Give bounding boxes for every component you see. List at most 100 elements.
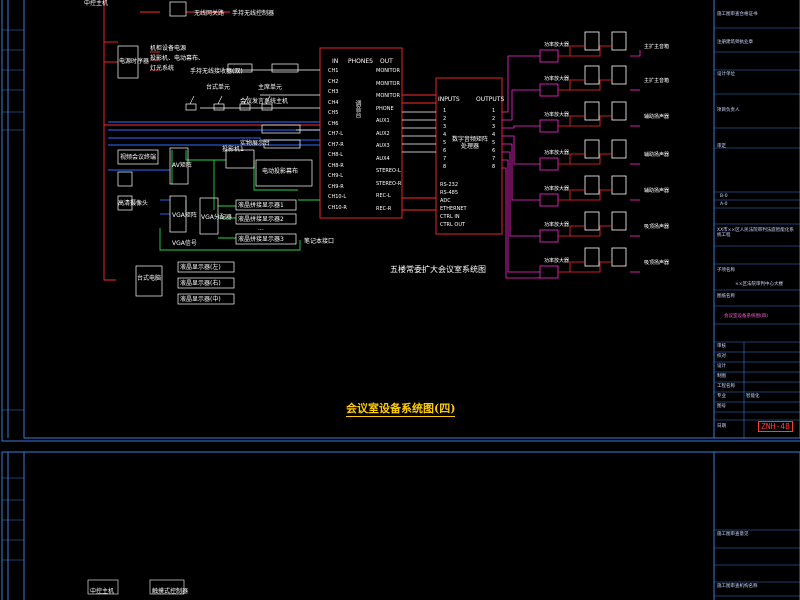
processor-in-port: 6 xyxy=(443,148,447,154)
hd-camera-label: 高清摄像头 xyxy=(118,200,149,207)
left-equipment-boxes xyxy=(117,1,313,305)
mixer-in-port: CH6 xyxy=(328,120,339,127)
processor-interface: CTRL OUT xyxy=(440,222,466,228)
processor-out-port: 8 xyxy=(492,164,496,170)
lower-pc-host-label: 中控主机 xyxy=(90,588,115,595)
power-target-2: 投影机、电动幕布、 xyxy=(150,55,205,62)
processor-interface: ETHERNET xyxy=(440,206,467,212)
mixer-in-header: IN xyxy=(332,58,339,65)
tb-client: ××区法院审判中心大楼 xyxy=(735,282,784,287)
speaker-label: 辅助扬声器 xyxy=(644,152,670,158)
title-block-grid xyxy=(714,27,800,597)
green-vga-wiring xyxy=(159,150,320,251)
mixer-in-port: CH10-R xyxy=(328,204,347,211)
mixer-out-port: MONITOR xyxy=(376,80,400,87)
lower-touch-panel-label: 触摸式控制器 xyxy=(152,588,189,595)
conference-system-label: 会议发言系统主机 xyxy=(240,98,289,105)
mixer-in-port: CH8-L xyxy=(328,152,344,158)
mixer-out-port: AUX3 xyxy=(376,143,390,149)
processor-in-port: 5 xyxy=(443,140,447,146)
speaker-label: 吸顶扬声器 xyxy=(644,260,670,266)
lcd-target-3: 液晶拼接显示器3 xyxy=(238,236,284,243)
processor-out-port: 2 xyxy=(492,116,496,122)
mixer-out-port: REC-R xyxy=(376,205,392,212)
white-audio-wiring xyxy=(200,69,436,153)
ellipsis-1: ... xyxy=(258,225,264,232)
lower-review-org: 施工图审查机构名称 xyxy=(717,584,758,589)
tb-check: 校对 xyxy=(717,354,726,359)
document-camera-label: 实物展示台 xyxy=(240,140,271,147)
processor-inputs-header: INPUTS xyxy=(438,96,460,103)
notebook-label: 笔记本接口 xyxy=(304,238,335,245)
magenta-amp-wiring xyxy=(502,50,641,279)
wireless-mic-rx-label: 手持无线接收器(双) xyxy=(190,68,243,75)
tb-drawing-title: 会议室设备系统图(四) xyxy=(724,314,769,319)
display-target-2: 液晶显示器(右) xyxy=(180,280,221,287)
mixer-out-port: AUX4 xyxy=(376,155,390,162)
desktop-block-label: 台式电脑 xyxy=(137,275,162,282)
power-target-3: 灯光系统 xyxy=(150,65,175,72)
display-target-3: 液晶显示器(中) xyxy=(180,296,221,303)
processor-out-port: 1 xyxy=(492,108,496,114)
mixer-in-port: CH8-R xyxy=(328,162,344,169)
amplifier-label: 功率放大器 xyxy=(544,42,570,48)
amplifier-label: 功率放大器 xyxy=(544,222,570,228)
wireless-gateway-label: 无线网关路 xyxy=(194,10,225,17)
tb-design: 设计 xyxy=(717,364,726,369)
processor-out-port: 6 xyxy=(492,148,496,154)
screen-label: 电动投影幕布 xyxy=(262,168,299,175)
mixer-in-port: CH2 xyxy=(328,78,339,85)
speaker-label: 辅助扬声器 xyxy=(644,114,670,120)
mixer-out-header: OUT xyxy=(380,58,393,65)
lower-sheet-frame xyxy=(1,451,800,600)
processor-in-port: 2 xyxy=(443,116,447,122)
mixer-out-port: MONITOR xyxy=(376,68,400,74)
power-sequencer-label: 电源时序器 xyxy=(119,58,150,65)
tb-date: 日期 xyxy=(717,424,726,429)
processor-in-port: 8 xyxy=(443,164,447,170)
system-sub-title: 五楼常委扩大会议室系统图 xyxy=(390,265,486,274)
tb-project-label: 工程名称 xyxy=(717,384,735,389)
matrix-vga-label: VGA矩阵 xyxy=(172,212,197,219)
mixer-out-port: AUX1 xyxy=(376,118,390,124)
tb-discipline: 专业 xyxy=(717,394,726,399)
amplifier-label: 功率放大器 xyxy=(544,150,570,156)
tb-scale-b: A-0 xyxy=(720,202,728,207)
handheld-panel-label: 手持无线控制器 xyxy=(232,10,275,17)
amplifier-rack xyxy=(539,31,627,279)
processor-interface: ADC xyxy=(440,198,451,204)
tb-draft: 制图 xyxy=(717,374,726,379)
lcd-target-2: 液晶拼接显示器2 xyxy=(238,216,284,223)
vga-signal-label: VGA信号 xyxy=(172,240,197,247)
processor-interface: RS-485 xyxy=(440,190,458,196)
mixer-name: 调音台 xyxy=(354,100,361,118)
processor-in-port: 3 xyxy=(443,124,447,130)
upper-sheet-frame xyxy=(1,0,800,442)
pc-host-label: 中控主机 xyxy=(84,0,109,7)
amplifier-label: 功率放大器 xyxy=(544,76,570,82)
mixer-in-port: CH4 xyxy=(328,99,339,106)
processor-interface: RS-232 xyxy=(440,182,458,188)
drawing-number: ZNH-48 xyxy=(758,421,793,432)
processor-out-port: 7 xyxy=(492,156,496,162)
left-binding-strip xyxy=(2,29,24,411)
mixer-out-port: PHONE xyxy=(376,105,394,112)
mixer-in-port: CH1 xyxy=(328,68,339,74)
mixer-out-port: MONITOR xyxy=(376,93,400,99)
processor-out-port: 4 xyxy=(492,132,496,138)
amplifier-label: 功率放大器 xyxy=(544,258,570,264)
speaker-label: 吸顶扬声器 xyxy=(644,224,670,230)
tb-subitem: 子项名称 xyxy=(717,268,735,273)
processor-name: 数字音频矩阵处理器 xyxy=(451,136,488,150)
tb-review: 审核 xyxy=(717,344,726,349)
processor-in-port: 1 xyxy=(443,108,447,114)
vga-splitter-label: VGA分配器 xyxy=(201,214,232,221)
lower-review-opinion: 施工图审查意见 xyxy=(717,532,749,537)
tb-drawing-name: 图纸名称 xyxy=(717,294,735,299)
mixer-in-port: CH7-R xyxy=(328,141,344,148)
mixer-in-port: CH9-L xyxy=(328,173,344,179)
speaker-label: 主扩主音箱 xyxy=(644,78,670,84)
tb-project-name: XX市××区人民法院审判法庭智能化系统工程 xyxy=(717,228,794,238)
power-target-1: 机柜设备电源 xyxy=(150,45,187,52)
